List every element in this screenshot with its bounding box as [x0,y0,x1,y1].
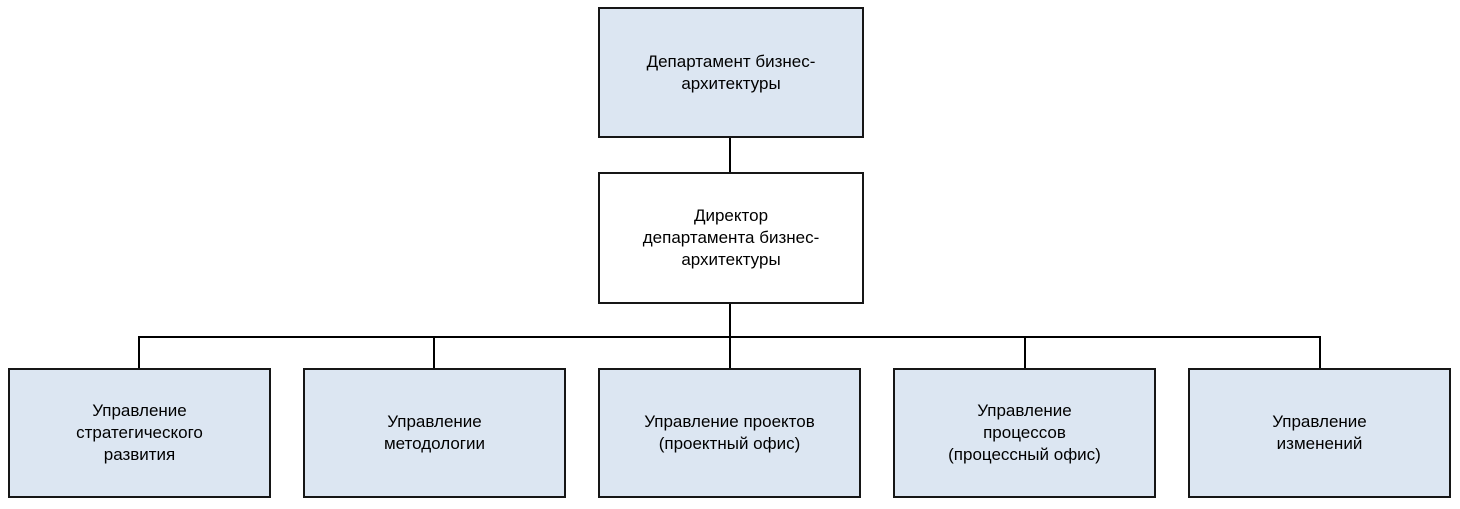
node-label: Директор департамента бизнес- архитектур… [642,206,820,269]
node-strategic-development-division[interactable]: Управление стратегического развития [8,368,271,498]
connector-director-to-bus [729,304,731,337]
node-label: Управление методологии [383,412,485,453]
node-business-architecture-department[interactable]: Департамент бизнес- архитектуры [598,7,864,138]
node-label: Управление проектов (проектный офис) [644,412,815,453]
connector-root-to-director [729,138,731,172]
node-change-management-division[interactable]: Управление изменений [1188,368,1451,498]
node-project-office-division[interactable]: Управление проектов (проектный офис) [598,368,861,498]
node-methodology-division[interactable]: Управление методологии [303,368,566,498]
node-label: Департамент бизнес- архитектуры [646,51,816,93]
connector-drop-methodology [433,336,435,368]
node-label: Управление стратегического развития [76,401,203,464]
connector-drop-process-office [1024,336,1026,368]
connector-drop-project-office [729,336,731,368]
node-process-office-division[interactable]: Управление процессов (процессный офис) [893,368,1156,498]
node-department-director[interactable]: Директор департамента бизнес- архитектур… [598,172,864,304]
connector-drop-change-management [1319,336,1321,368]
connector-drop-strategic-development [138,336,140,368]
node-label: Управление процессов (процессный офис) [948,401,1101,464]
node-label: Управление изменений [1272,412,1367,453]
